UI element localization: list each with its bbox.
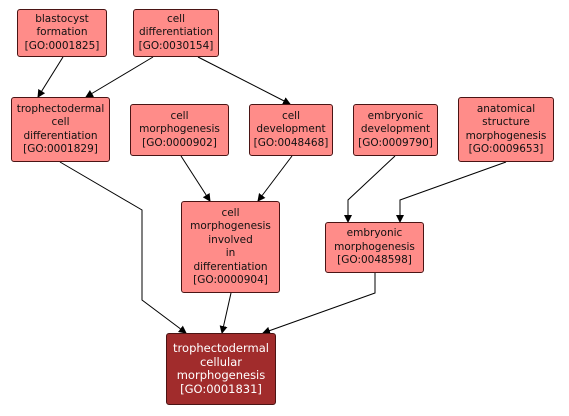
- edge-0000904-to-0001831: [219, 292, 232, 334]
- node-label-line: [GO:0009653]: [468, 143, 544, 155]
- edge-0001829-to-0001831: [59, 161, 187, 334]
- node-label-line: [GO:0001825]: [24, 39, 100, 52]
- node-label-line: cell: [170, 109, 189, 122]
- node-label-line: [GO:0001831]: [180, 381, 262, 396]
- edge-0048598-to-0001831: [262, 273, 376, 335]
- node-label-line: [GO:0048598]: [337, 254, 412, 267]
- edge-0009790-to-0048598: [344, 155, 396, 223]
- node-label-line: anatomical: [476, 102, 536, 115]
- node-label-line: cell: [221, 206, 240, 219]
- node-label-line: trophectodermal: [16, 102, 105, 115]
- node-label-line: morphogenesis: [176, 368, 266, 382]
- node-label-line: in: [225, 247, 236, 259]
- node-label-line: morphogenesis: [190, 220, 271, 232]
- edge-0030154-to-0048468: [197, 56, 291, 105]
- node-label-line: blastocyst: [35, 12, 89, 25]
- node-label-line: embryonic: [367, 109, 424, 122]
- node-label-line: structure: [482, 116, 530, 128]
- node-label-line: [GO:0009790]: [358, 136, 433, 149]
- node-label-line: morphogenesis: [465, 129, 547, 142]
- node-label-line: [GO:0001829]: [23, 143, 98, 155]
- edge-0030154-to-0001829: [85, 56, 154, 98]
- node-label-line: [GO:0048468]: [253, 136, 329, 149]
- node-label-line: differentiation: [138, 26, 214, 39]
- node-label-line: cellular: [199, 354, 243, 369]
- node-label-line: differentiation: [193, 260, 268, 273]
- node-label-line: formation: [36, 26, 88, 39]
- node-label-line: differentiation: [23, 129, 98, 142]
- node-label-line: [GO:0000902]: [142, 136, 217, 149]
- node-label-line: [GO:0030154]: [138, 39, 214, 52]
- edge-0048468-to-0000904: [257, 155, 293, 202]
- edge-0009653-to-0048598: [396, 161, 507, 223]
- node-label-line: cell: [166, 12, 186, 25]
- node-label-line: development: [256, 123, 326, 136]
- node-label-line: morphogenesis: [334, 240, 415, 253]
- node-label-line: morphogenesis: [139, 123, 220, 136]
- node-label-line: cell: [51, 116, 70, 128]
- node-label-line: cell: [281, 109, 301, 122]
- edge-0001825-to-0001829: [37, 56, 64, 98]
- node-label-line: [GO:0000904]: [193, 274, 268, 286]
- node-label-line: involved: [208, 233, 253, 246]
- node-label-line: trophectodermal: [173, 341, 269, 355]
- edge-0000902-to-0000904: [180, 155, 211, 202]
- node-label-line: development: [360, 123, 431, 136]
- node-label-line: embryonic: [346, 227, 403, 240]
